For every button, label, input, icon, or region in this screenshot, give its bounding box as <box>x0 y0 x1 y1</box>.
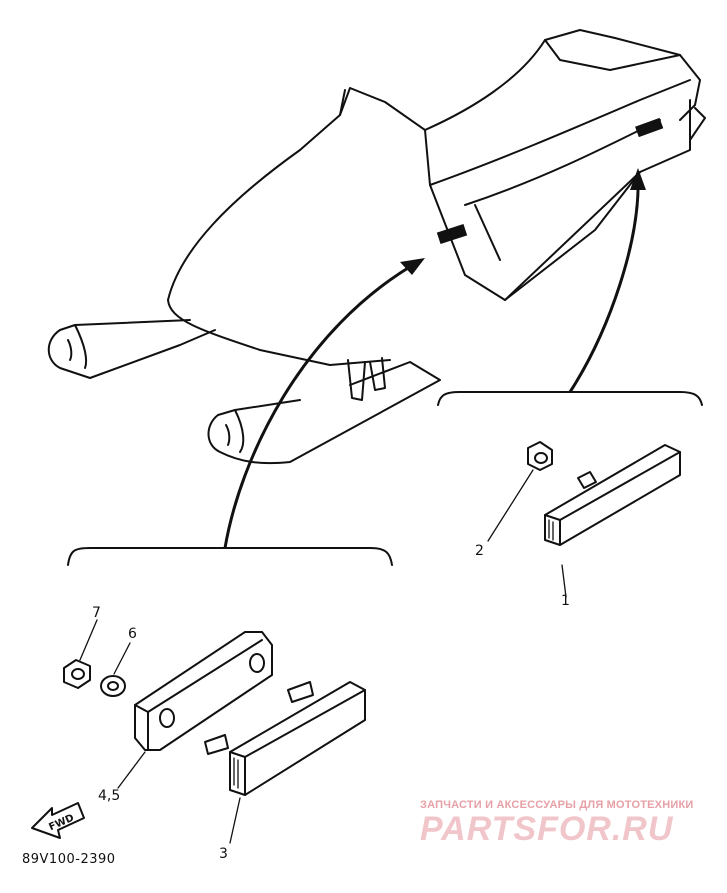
callout-numbers: 1 2 3 4,5 6 7 <box>92 543 570 862</box>
reflector-left <box>204 681 366 796</box>
watermark-tagline: ЗАПЧАСТИ И АКСЕССУАРЫ ДЛЯ МОТОТЕХНИКИ <box>420 799 694 811</box>
callout-2: 2 <box>475 543 484 559</box>
leader-arrow-right <box>568 168 646 393</box>
ski-right <box>207 357 441 465</box>
callout-3: 3 <box>219 846 228 862</box>
nut-right <box>527 441 553 471</box>
snowmobile-outline <box>167 29 706 366</box>
reflector-right <box>544 444 681 546</box>
mounting-bracket <box>134 631 273 751</box>
detail-frame-left <box>67 547 393 566</box>
forward-arrow-icon: FWD <box>31 802 85 839</box>
nut-left <box>63 659 91 689</box>
washer <box>100 675 126 697</box>
leader-arrow-left <box>223 258 425 549</box>
ski-left <box>47 319 216 379</box>
callout-7: 7 <box>92 605 101 621</box>
callout-1: 1 <box>561 593 570 609</box>
callout-leaders <box>79 469 567 844</box>
callout-6: 6 <box>128 626 137 642</box>
diagram-part-number: 89V100-2390 <box>22 852 116 867</box>
detail-frame-right <box>437 391 703 406</box>
watermark-logo: PARTSFOR.RU <box>420 810 674 848</box>
callout-4-5: 4,5 <box>98 788 120 804</box>
